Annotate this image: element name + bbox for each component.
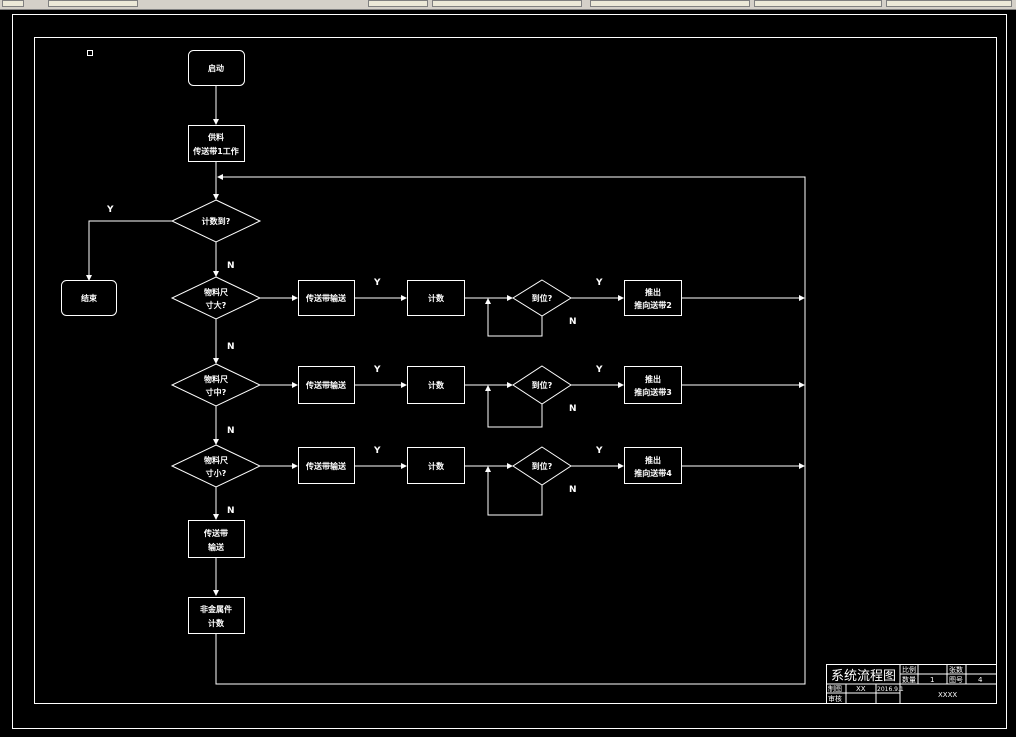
decision-medium	[170, 363, 262, 407]
ucs-marker	[87, 50, 93, 56]
in-place-question: 到位?	[532, 380, 553, 390]
yes-label: Y	[595, 278, 603, 288]
feed-label-1: 供料	[207, 132, 224, 142]
tb-sheets-label: 张数	[949, 665, 963, 674]
tb-school: XXXX	[938, 691, 957, 699]
start-box	[188, 50, 245, 86]
reject-label-2: 输送	[208, 542, 225, 552]
tb-drawing-no-label: 图号	[949, 676, 963, 684]
lineweight-dropdown[interactable]	[886, 0, 1012, 7]
outer-frame	[12, 14, 1007, 729]
small-question-1: 物料尺	[204, 455, 228, 465]
push-label-2: 推向送带4	[634, 468, 672, 478]
count-label: 计数	[428, 380, 445, 390]
count-question: 计数到?	[202, 216, 231, 226]
count-label: 计数	[428, 461, 445, 471]
yes-label: Y	[106, 205, 114, 215]
no-label: N	[227, 342, 235, 352]
start-label: 启动	[208, 63, 224, 73]
tb-qty-label: 数量	[902, 675, 916, 684]
drawing-border	[34, 37, 997, 704]
tb-drafter-value: XX	[856, 685, 866, 693]
end-box	[61, 280, 117, 316]
cad-toolbar	[0, 0, 1016, 10]
toolbar-button[interactable]	[2, 0, 24, 7]
yes-label: Y	[373, 446, 381, 456]
no-label: N	[227, 506, 235, 516]
no-label: N	[227, 261, 235, 271]
decision-large	[170, 276, 262, 320]
push-label-2: 推向送带3	[634, 387, 672, 397]
small-question-2: 寸小?	[206, 468, 227, 478]
push-label-1: 推出	[645, 374, 661, 384]
in-place-question: 到位?	[532, 461, 553, 471]
tb-qty-value: 1	[930, 676, 934, 684]
convey-label: 传送带输送	[305, 293, 347, 303]
no-label: N	[569, 317, 577, 327]
large-question-1: 物料尺	[204, 287, 228, 297]
decision-small	[170, 444, 262, 488]
push-label-1: 推出	[645, 287, 661, 297]
yes-label: Y	[373, 365, 381, 375]
tb-drawing-no-value: 4	[978, 676, 983, 684]
branch-small	[260, 446, 805, 516]
linetype-dropdown[interactable]	[754, 0, 882, 7]
tb-drafter-label: 制图	[828, 684, 842, 693]
no-label: N	[569, 404, 577, 414]
branch-medium	[260, 365, 805, 428]
toolbar-button[interactable]	[48, 0, 138, 7]
connector-yes-end	[86, 220, 172, 281]
color-dropdown[interactable]	[590, 0, 750, 7]
drawing-canvas[interactable]: 启动 供料 传送带1工作 计数到? 结束 物料尺 寸大? 物料尺 寸中? 物料尺…	[0, 9, 1016, 733]
drawing-title: 系统流程图	[831, 669, 896, 684]
yes-label: Y	[595, 365, 603, 375]
yes-label: Y	[595, 446, 603, 456]
count-label: 计数	[428, 293, 445, 303]
push-label-1: 推出	[645, 455, 661, 465]
reject-box	[188, 520, 245, 558]
convey-label: 传送带输送	[305, 461, 347, 471]
medium-question-2: 寸中?	[206, 387, 227, 397]
toolbar-button[interactable]	[368, 0, 428, 7]
layer-dropdown[interactable]	[432, 0, 582, 7]
push-label-2: 推向送带2	[634, 300, 672, 310]
feed-box	[188, 125, 245, 162]
end-label: 结束	[81, 293, 98, 303]
in-place-question: 到位?	[532, 293, 553, 303]
feed-label-2: 传送带1工作	[192, 146, 239, 156]
no-label: N	[569, 485, 577, 495]
convey-label: 传送带输送	[305, 380, 347, 390]
nonconform-label-2: 计数	[208, 618, 225, 628]
flowchart-drawing: 启动 供料 传送带1工作 计数到? 结束 物料尺 寸大? 物料尺 寸中? 物料尺…	[12, 14, 1007, 729]
no-label: N	[227, 426, 235, 436]
reject-label-1: 传送带	[203, 528, 228, 538]
yes-label: Y	[373, 278, 381, 288]
nonconform-label-1: 非金属件	[200, 604, 232, 614]
large-question-2: 寸大?	[206, 300, 227, 310]
tb-date-value: 2016.9.1	[877, 686, 904, 693]
loop-back-line	[215, 174, 806, 685]
tb-reviewer-label: 审核	[828, 694, 842, 703]
title-block	[826, 664, 997, 704]
nonconform-box	[188, 597, 245, 634]
branch-large	[260, 279, 805, 337]
tb-scale-label: 比例	[902, 665, 916, 674]
medium-question-1: 物料尺	[204, 374, 228, 384]
